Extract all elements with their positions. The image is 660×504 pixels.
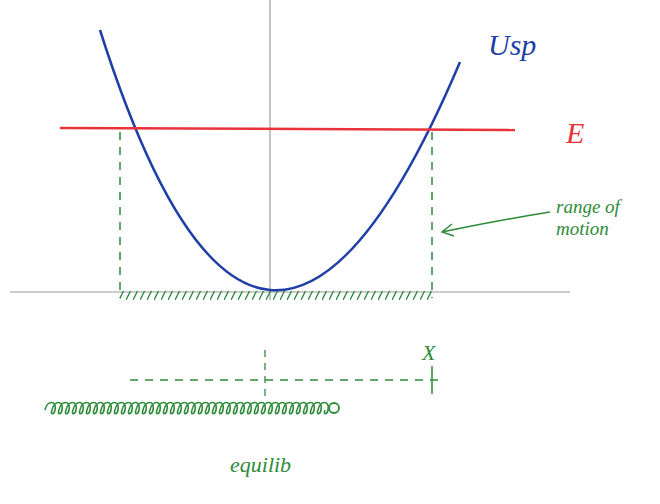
range-right-dash xyxy=(431,132,433,298)
spring-coil xyxy=(45,403,328,414)
position-dash xyxy=(130,379,445,380)
energy-label: E xyxy=(566,116,584,151)
equilibrium-label: equilib xyxy=(230,452,291,477)
vertical-axis xyxy=(270,0,271,300)
leader-arrow xyxy=(442,212,550,236)
equilibrium-dash xyxy=(264,350,265,402)
position-tick xyxy=(431,366,433,394)
spring-mass xyxy=(329,403,339,413)
range-note: range of motion xyxy=(556,196,652,240)
position-label: X xyxy=(422,340,435,365)
energy-line xyxy=(60,128,515,130)
ground-hatching xyxy=(120,291,432,300)
potential-curve xyxy=(100,30,460,290)
energy-curve-label: Usp xyxy=(488,28,536,63)
range-left-dash xyxy=(119,132,121,298)
